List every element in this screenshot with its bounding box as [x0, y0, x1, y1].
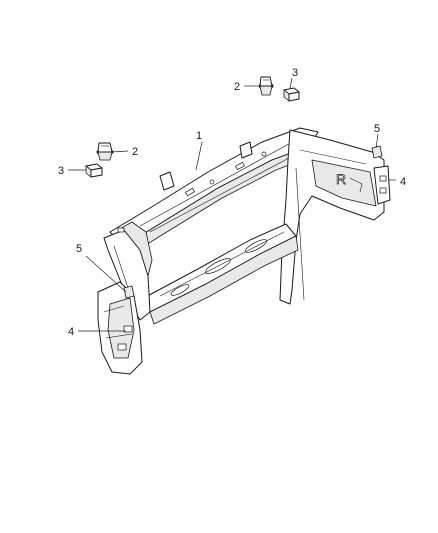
- leader-1: [195, 141, 203, 171]
- leader-5a: [375, 133, 379, 149]
- callout-2-top: 2: [234, 81, 240, 93]
- callout-4-left: 4: [68, 326, 74, 338]
- nut-clip-left: [85, 163, 103, 178]
- callout-3-left: 3: [58, 165, 64, 177]
- callout-1: 1: [196, 130, 202, 142]
- callout-3-top: 3: [292, 67, 298, 79]
- leader-2b: [111, 150, 129, 153]
- leader-3a: [289, 77, 293, 89]
- callout-4-right: 4: [400, 176, 406, 188]
- nut-clip-top: [283, 87, 300, 102]
- callout-5-right: 5: [374, 123, 380, 135]
- leader-5b: [85, 255, 127, 293]
- push-pin-clip-top: [258, 76, 274, 96]
- callout-2-left: 2: [132, 146, 138, 158]
- embossed-r-mark: R: [336, 171, 346, 187]
- callout-5-left: 5: [76, 243, 82, 255]
- push-pin-clip-left: [96, 142, 114, 161]
- radiator-support-frame: R: [97, 127, 391, 375]
